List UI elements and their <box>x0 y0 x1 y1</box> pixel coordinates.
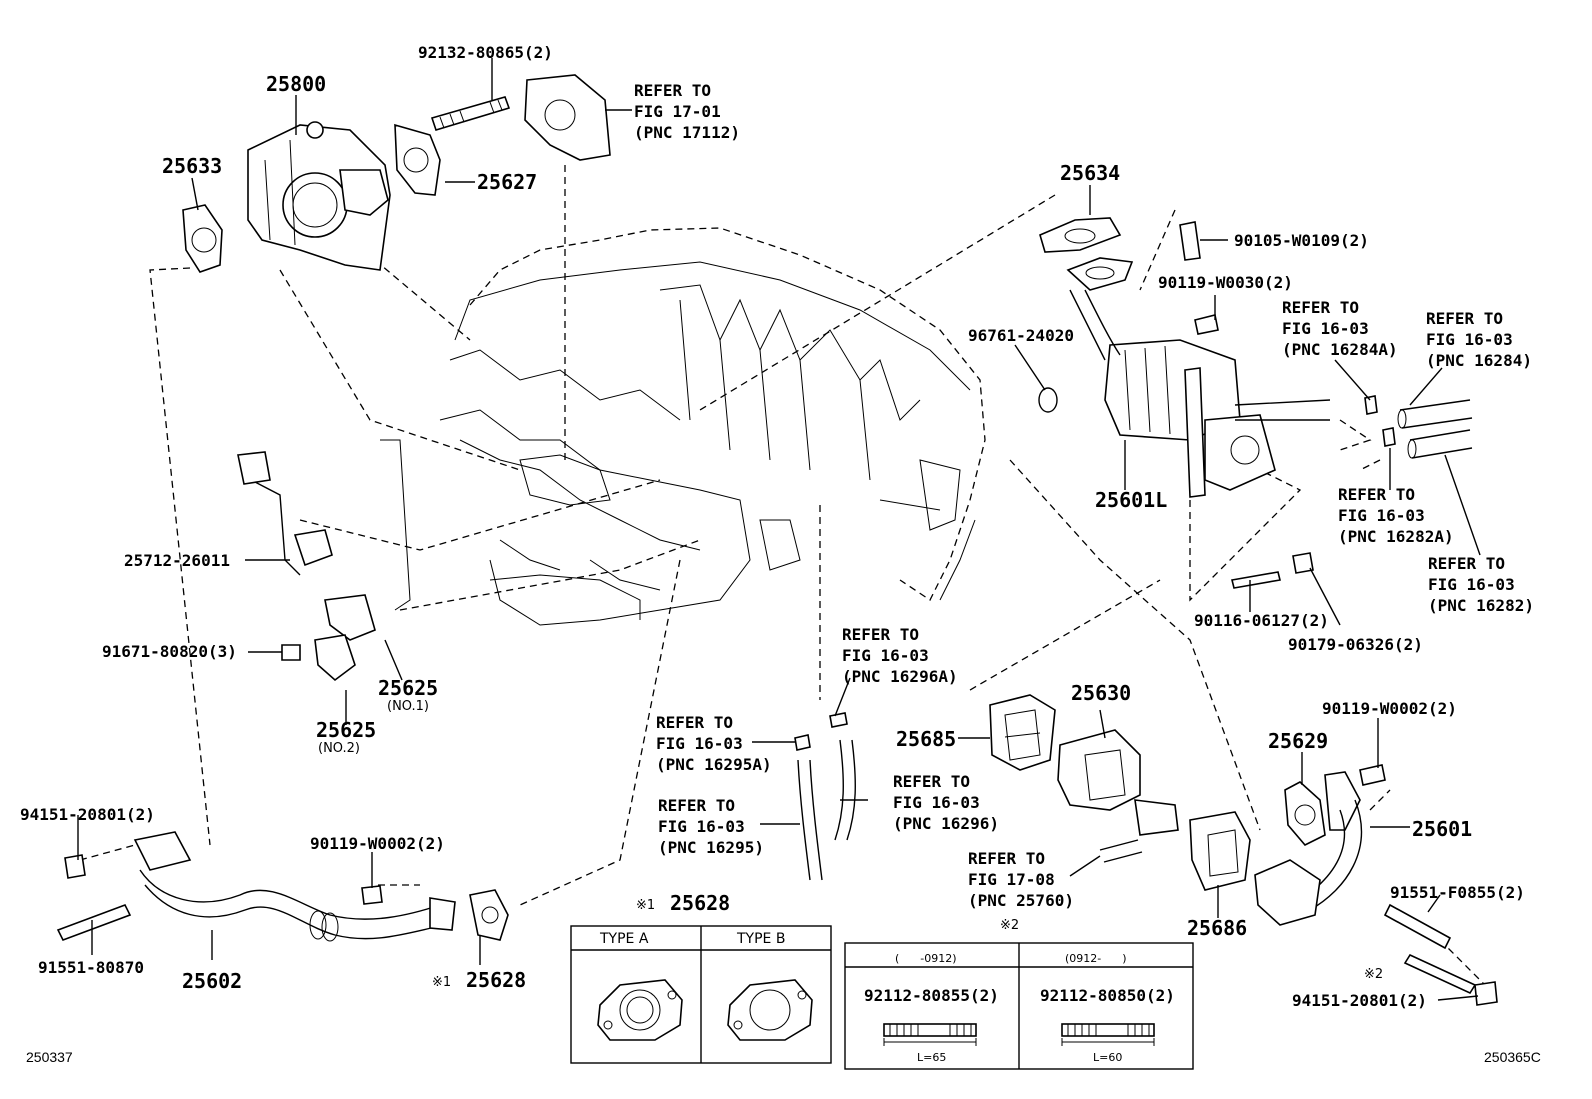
throttle-body-25800 <box>247 121 391 271</box>
table1-col-type-a: TYPE A <box>600 931 649 947</box>
gasket-25628 <box>469 889 509 941</box>
stud-90116 <box>1231 571 1281 589</box>
bracket-25625-no2 <box>314 634 356 682</box>
connection-lines <box>79 165 1491 991</box>
gasket-25627 <box>394 123 441 196</box>
hoses-center <box>794 712 856 881</box>
bracket-25625-no1 <box>324 594 376 641</box>
egr-cooler-25601L <box>1069 289 1331 498</box>
label-25629[interactable]: 25629 <box>1268 729 1329 753</box>
hoses-right <box>1364 395 1473 459</box>
label-25628[interactable]: 25628 <box>466 968 527 992</box>
label-25628-mark: ※1 <box>432 975 452 990</box>
label-90179-06326[interactable]: 90179-06326(2) <box>1288 635 1423 654</box>
bolt-90105 <box>1179 221 1201 261</box>
label-25627[interactable]: 25627 <box>477 170 538 194</box>
table1-col-type-b: TYPE B <box>737 931 786 947</box>
table2-mark: ※2 <box>1000 918 1020 933</box>
footer-left-code: 250337 <box>26 1049 73 1065</box>
table2-len-b: L=60 <box>1093 1051 1123 1064</box>
nut-94151-left <box>64 854 86 879</box>
egr-valve-25630 <box>1057 729 1179 836</box>
gasket-25633 <box>182 204 223 273</box>
label-25601L[interactable]: 25601L <box>1095 488 1168 512</box>
nut-94151-right <box>1474 981 1498 1006</box>
table2-col-a: ( -0912) <box>895 952 957 965</box>
oring-96761 <box>1038 387 1058 413</box>
label-25625-no2[interactable]: 25625 <box>316 718 377 742</box>
nut-90179 <box>1292 552 1314 574</box>
label-90119-W0002-left[interactable]: 90119-W0002(2) <box>310 834 445 853</box>
table2-col-b: (0912- ) <box>1065 952 1127 965</box>
label-25800[interactable]: 25800 <box>266 72 327 96</box>
table-mark2 <box>844 942 1194 1070</box>
hose-25760 <box>1099 839 1143 863</box>
egr-pipe-25602 <box>133 831 456 942</box>
bolt-91551-left <box>56 903 132 942</box>
label-25634[interactable]: 25634 <box>1060 161 1121 185</box>
label-25625-no1-sub: (NO.1) <box>387 699 429 714</box>
gasket-25685 <box>989 694 1056 771</box>
label-25625-no1[interactable]: 25625 <box>378 676 439 700</box>
label-90116-06127[interactable]: 90116-06127(2) <box>1194 611 1329 630</box>
label-96761-24020[interactable]: 96761-24020 <box>968 326 1074 345</box>
engine-block <box>380 227 986 626</box>
table2-part-a[interactable]: 92112-80855(2) <box>864 986 999 1005</box>
label-25712-26011[interactable]: 25712-26011 <box>124 551 230 570</box>
label-25685[interactable]: 25685 <box>896 727 957 751</box>
label-25601[interactable]: 25601 <box>1412 817 1473 841</box>
label-mark2: ※2 <box>1364 967 1384 982</box>
footer-right-code: 250365C <box>1484 1049 1541 1065</box>
bolt-91671 <box>281 644 301 661</box>
label-91551-F0855[interactable]: 91551-F0855(2) <box>1390 883 1525 902</box>
label-25633[interactable]: 25633 <box>162 154 223 178</box>
table-25628 <box>570 925 832 1064</box>
flange-25634 <box>1066 257 1134 291</box>
label-94151-20801-left[interactable]: 94151-20801(2) <box>20 805 155 824</box>
bolt-90119-left <box>361 885 383 905</box>
table2-len-a: L=65 <box>917 1051 947 1064</box>
stud-mark2 <box>1403 953 1477 995</box>
label-25630[interactable]: 25630 <box>1071 681 1132 705</box>
bolt-90119-right <box>1359 764 1386 786</box>
sensor-25712 <box>237 451 333 576</box>
stud-92132 <box>430 96 511 131</box>
gasket-25686 <box>1189 811 1251 891</box>
label-90119-W0002-right[interactable]: 90119-W0002(2) <box>1322 699 1457 718</box>
table2-part-b[interactable]: 92112-80850(2) <box>1040 986 1175 1005</box>
bolt-91551-right <box>1383 903 1452 950</box>
label-91671-80820[interactable]: 91671-80820(3) <box>102 642 237 661</box>
egr-pipe-25601 <box>1254 771 1363 926</box>
table1-title: 25628 <box>670 891 731 915</box>
bolt-90119-top <box>1194 314 1219 335</box>
intake-adapter <box>524 74 611 161</box>
table1-mark: ※1 <box>636 898 656 913</box>
label-25686[interactable]: 25686 <box>1187 916 1248 940</box>
label-25625-no2-sub: (NO.2) <box>318 741 360 756</box>
label-94151-20801-right[interactable]: 94151-20801(2) <box>1292 991 1427 1010</box>
gasket-25634 <box>1039 217 1122 253</box>
label-90105-W0109[interactable]: 90105-W0109(2) <box>1234 231 1369 250</box>
label-92132-80865[interactable]: 92132-80865(2) <box>418 43 553 62</box>
label-25602[interactable]: 25602 <box>182 969 243 993</box>
label-91551-80870[interactable]: 91551-80870 <box>38 958 144 977</box>
label-90119-W0030[interactable]: 90119-W0030(2) <box>1158 273 1293 292</box>
leader-lines <box>77 58 1481 1001</box>
